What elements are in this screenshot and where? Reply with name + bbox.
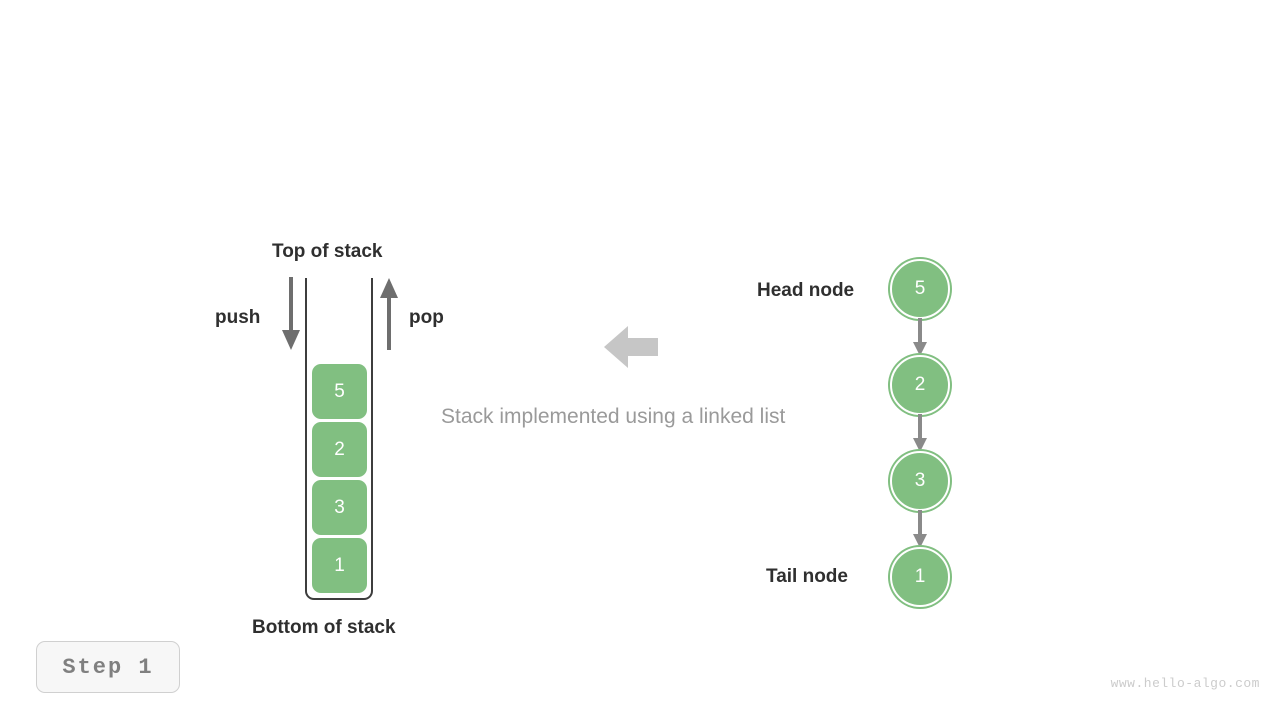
- arrow-left-block-icon: [604, 326, 658, 368]
- link-arrow-down-icon: [913, 318, 927, 356]
- stack-element[interactable]: 3: [312, 480, 367, 535]
- stack-element[interactable]: 1: [312, 538, 367, 593]
- linked-list-node[interactable]: 2: [890, 355, 950, 415]
- step-badge-label: Step 1: [62, 654, 154, 680]
- linked-list-node[interactable]: 5: [890, 259, 950, 319]
- link-arrow-down-icon: [913, 510, 927, 548]
- linked-list-node[interactable]: 3: [890, 451, 950, 511]
- tail-node-label: Tail node: [766, 566, 848, 587]
- stack-element[interactable]: 5: [312, 364, 367, 419]
- head-node-label: Head node: [757, 280, 855, 301]
- pop-label: pop: [409, 307, 444, 328]
- linked-list-node[interactable]: 1: [890, 547, 950, 607]
- step-badge: Step 1: [36, 641, 180, 693]
- stack-bottom-label: Bottom of stack: [252, 617, 396, 638]
- watermark: www.hello-algo.com: [1110, 676, 1260, 691]
- pop-arrow-up-icon: [380, 278, 398, 350]
- push-arrow-down-icon: [282, 277, 300, 350]
- stack-element[interactable]: 2: [312, 422, 367, 477]
- diagram-caption: Stack implemented using a linked list: [441, 405, 786, 428]
- link-arrow-down-icon: [913, 414, 927, 452]
- push-label: push: [215, 307, 261, 328]
- stack-top-label: Top of stack: [272, 241, 383, 262]
- stack-container: [305, 278, 373, 600]
